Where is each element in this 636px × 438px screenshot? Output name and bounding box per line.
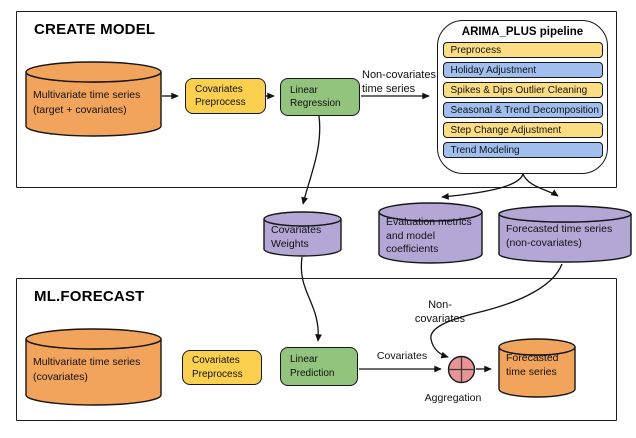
- forecast-noncovariates-label: Forecasted time series (non-covariates): [506, 223, 613, 249]
- pipeline-step-spikes-dips: Spikes & Dips Outlier Cleaning: [442, 82, 603, 98]
- pipeline-step-holiday-adjustment: Holiday Adjustment: [442, 62, 603, 78]
- aggregation-plus-icon: [447, 355, 476, 384]
- covariates-preprocess-node-top: Covariates Preprocess: [185, 78, 266, 114]
- noncovariates-time-series-edge-label: Non-covariates time series: [362, 69, 436, 95]
- create-model-title: CREATE MODEL: [34, 21, 156, 38]
- noncovariates-edge-label: Non-covariates: [414, 299, 466, 325]
- covariates-preprocess-node-bottom: Covariates Preprocess: [182, 350, 262, 385]
- aggregation-label: Aggregation: [424, 392, 482, 404]
- linear-prediction-node: Linear Prediction: [280, 347, 358, 386]
- cylinder-shape: [498, 205, 632, 263]
- source-covariates-cylinder: Multivariate time series (covariates): [25, 328, 162, 406]
- cylinder-shape: [263, 211, 342, 257]
- covariates-edge-label: Covariates: [376, 350, 428, 362]
- cylinder-shape: [378, 202, 483, 264]
- forecast-noncovariates-cylinder: Forecasted time series (non-covariates): [498, 205, 632, 263]
- pipeline-step-trend-modeling: Trend Modeling: [442, 142, 603, 158]
- cylinder-shape: [25, 328, 162, 406]
- forecasted-time-series-cylinder: Forecasted time series: [498, 338, 576, 398]
- arima-plus-pipeline: ARIMA_PLUS pipeline Preprocess Holiday A…: [437, 20, 608, 174]
- covariates-weights-label: Covariates Weights: [271, 224, 322, 250]
- forecasted-time-series-label: Forecasted time series: [506, 352, 559, 378]
- pipeline-step-step-change: Step Change Adjustment: [442, 122, 603, 138]
- ml-forecast-title: ML.FORECAST: [34, 288, 145, 305]
- pipeline-step-seasonal-trend: Seasonal & Trend Decomposition: [442, 102, 603, 118]
- evaluation-metrics-cylinder: Evaluation metrics and model coefficient…: [378, 202, 483, 264]
- pipeline-step-preprocess: Preprocess: [442, 42, 603, 58]
- cylinder-shape: [25, 61, 162, 137]
- linear-regression-node: Linear Regression: [280, 78, 360, 116]
- pipeline-title: ARIMA_PLUS pipeline: [461, 26, 584, 38]
- evaluation-metrics-label: Evaluation metrics and model coefficient…: [386, 216, 472, 255]
- covariates-weights-cylinder: Covariates Weights: [263, 211, 342, 257]
- source-target-covariates-cylinder: Multivariate time series (target + covar…: [25, 61, 162, 137]
- source-target-covariates-label: Multivariate time series (target + covar…: [33, 89, 141, 116]
- source-covariates-label: Multivariate time series (covariates): [33, 356, 141, 383]
